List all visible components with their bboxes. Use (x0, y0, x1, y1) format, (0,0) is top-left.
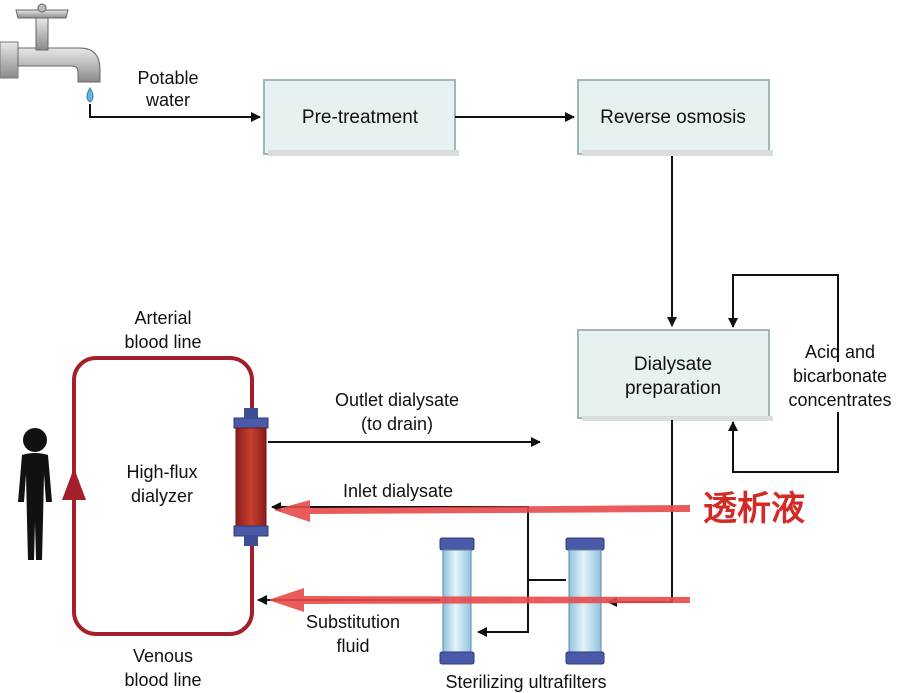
acid-concentrate-label-3: concentrates (788, 390, 891, 410)
potable-water-label-2: water (145, 90, 190, 110)
outlet-dialysate-label-2: (to drain) (361, 414, 433, 434)
annotation-arrow-substitution (268, 588, 690, 612)
inlet-dialysate-label: Inlet dialysate (343, 481, 453, 501)
faucet-icon (0, 3, 101, 83)
arterial-blood-line-label: Arterial (134, 308, 191, 328)
high-flux-dialyzer-label-2: dialyzer (131, 486, 193, 506)
dialysate-chinese-annotation: 透析液 (703, 489, 805, 529)
reverse-osmosis-box (577, 79, 770, 155)
concentrate-loop-top (728, 274, 839, 362)
substitution-fluid-label: Substitution (306, 612, 400, 632)
potable-water-label: Potable (137, 68, 198, 88)
outlet-dialysate-label: Outlet dialysate (335, 390, 459, 410)
dialysate-preparation-label: Dialysate (634, 354, 712, 375)
dialysate-preparation-box (577, 329, 770, 419)
venous-blood-line-label: Venous (133, 646, 193, 666)
ultrafilter-to-second-filter-line (477, 580, 529, 637)
reverse-osmosis-label: Reverse osmosis (600, 107, 746, 128)
concentrate-loop-bottom (728, 412, 839, 473)
annotation-arrow-inlet (274, 500, 690, 522)
high-flux-dialyzer (233, 408, 269, 546)
venous-blood-line-label-2: blood line (124, 670, 201, 690)
inlet-dialysate-line (271, 502, 529, 580)
acid-concentrate-label-2: bicarbonate (793, 366, 887, 386)
substitution-fluid-label-2: fluid (336, 636, 369, 656)
water-drop-icon (86, 87, 94, 103)
pretreatment-label: Pre-treatment (302, 107, 419, 128)
water-to-pretreatment-arrow (89, 104, 261, 122)
arterial-blood-line-label-2: blood line (124, 332, 201, 352)
arterial-flow-arrow (62, 468, 86, 500)
sterilizing-ultrafilters-label: Sterilizing ultrafilters (445, 672, 606, 692)
dialysate-preparation-label-2: preparation (625, 378, 721, 399)
acid-concentrate-label: Acid and (805, 342, 875, 362)
person-icon (18, 428, 52, 560)
high-flux-dialyzer-label: High-flux (126, 462, 197, 482)
